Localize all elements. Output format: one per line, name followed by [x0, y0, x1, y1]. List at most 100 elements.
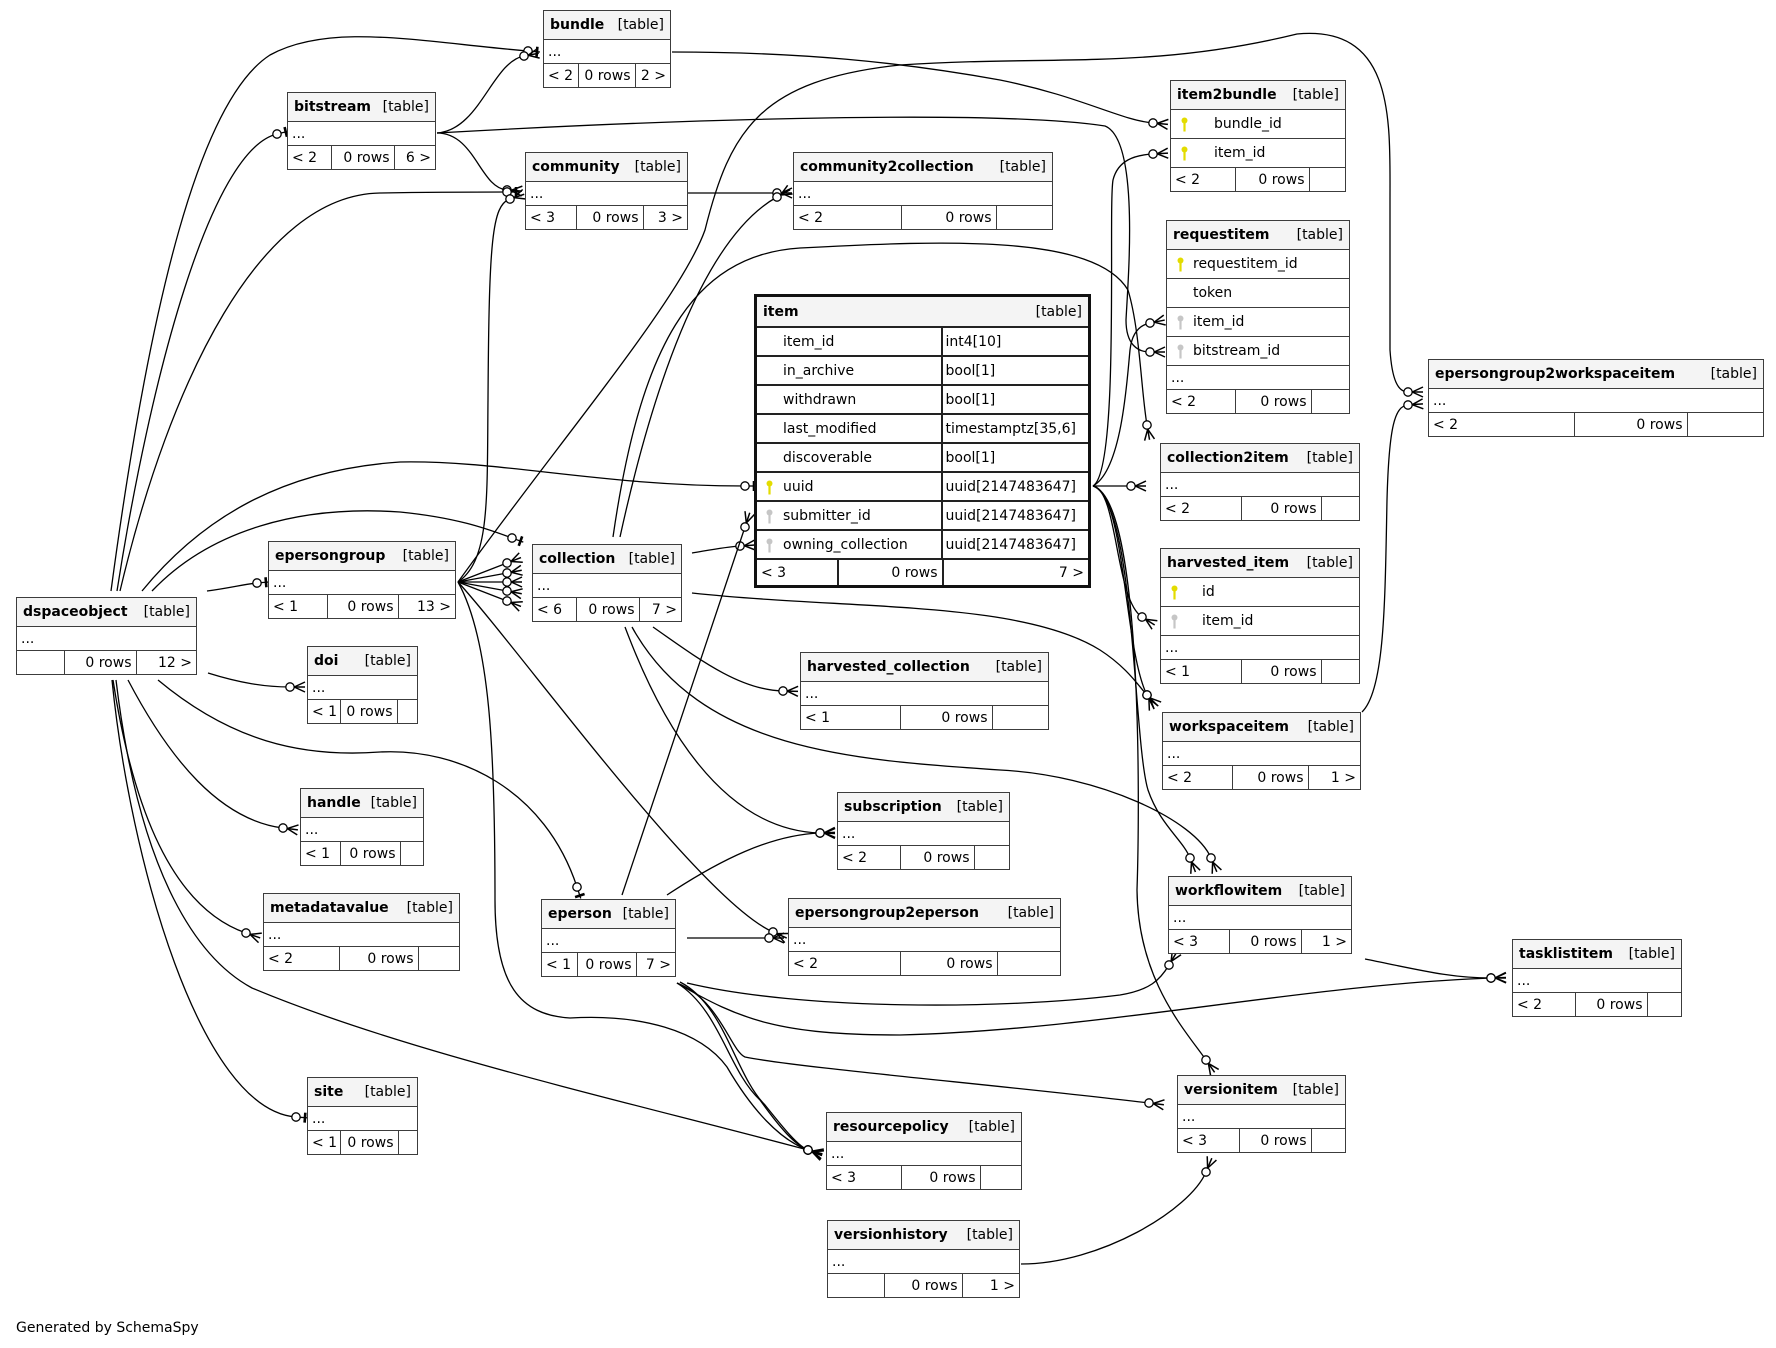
table-name[interactable]: collection	[539, 551, 616, 567]
table-name[interactable]: community	[532, 159, 620, 175]
parent-count: < 3	[1178, 1129, 1240, 1152]
column-name: item_id	[1214, 145, 1266, 161]
table-name[interactable]: resourcepolicy	[833, 1119, 949, 1135]
table-name[interactable]: epersongroup	[275, 548, 386, 564]
primary-key-icon	[1177, 257, 1184, 272]
parent-count: < 1	[542, 953, 578, 976]
column-row: token	[1167, 279, 1349, 308]
ellipsis: ...	[268, 926, 282, 943]
relationship-line	[457, 581, 508, 602]
table-name[interactable]: handle	[307, 795, 361, 811]
crows-foot-marker	[1153, 314, 1165, 323]
crows-foot-marker	[1153, 346, 1166, 353]
column-type: bool[1]	[940, 444, 1089, 471]
relationship-dspaceobject-to-resourcepolicy	[115, 679, 824, 1160]
ellipsis: ...	[292, 125, 306, 142]
parent-count: < 3	[757, 560, 839, 585]
table-name[interactable]: epersongroup2workspaceitem	[1435, 366, 1676, 382]
table-name[interactable]: harvested_item	[1167, 555, 1290, 571]
crows-foot-marker	[287, 827, 298, 831]
table-name[interactable]: bitstream	[294, 99, 371, 115]
crows-foot-marker	[510, 552, 520, 563]
table-name[interactable]: versionitem	[1184, 1082, 1278, 1098]
row-count: 0 rows	[902, 206, 997, 229]
column-name: bitstream_id	[1193, 343, 1281, 359]
table-name[interactable]: collection2item	[1167, 450, 1289, 466]
table-name[interactable]: versionhistory	[834, 1227, 948, 1243]
relationship-line	[679, 981, 809, 1151]
child-count	[399, 1131, 418, 1154]
table-header: dspaceobject[table]	[17, 598, 196, 627]
more-columns-row: ...	[1161, 473, 1359, 497]
table-name[interactable]: item	[763, 303, 799, 320]
column-type: bool[1]	[940, 386, 1089, 413]
crows-foot-marker	[1212, 861, 1222, 871]
row-count: 0 rows	[901, 706, 993, 729]
table-header: epersongroup2workspaceitem[table]	[1429, 360, 1763, 389]
column-name: item_id	[783, 333, 835, 350]
relationship-epersongroup-to-collection	[457, 581, 523, 612]
table-name[interactable]: epersongroup2eperson	[795, 905, 979, 921]
relationship-line	[1364, 958, 1492, 979]
table-name[interactable]: metadatavalue	[270, 900, 389, 916]
relationship-line	[111, 679, 297, 1118]
table-name[interactable]: subscription	[844, 799, 942, 815]
table-type-label: [table]	[968, 1119, 1015, 1135]
table-name[interactable]: dspaceobject	[23, 604, 128, 620]
more-columns-row: ...	[1429, 389, 1763, 413]
column-type: uuid[2147483647]	[940, 473, 1089, 500]
column-row: item_id	[1167, 308, 1349, 337]
relationship-line	[115, 679, 809, 1151]
table-name[interactable]: item2bundle	[1177, 87, 1277, 103]
ellipsis: ...	[1517, 972, 1531, 989]
table-name[interactable]: bundle	[550, 17, 605, 33]
table-name[interactable]: workspaceitem	[1169, 719, 1289, 735]
table-name[interactable]: community2collection	[800, 159, 974, 175]
table-name[interactable]: doi	[314, 653, 339, 669]
table-name[interactable]: site	[314, 1084, 344, 1100]
table-name[interactable]: workflowitem	[1175, 883, 1283, 899]
table-name[interactable]: tasklistitem	[1519, 946, 1613, 962]
table-header: item[table]	[757, 297, 1088, 328]
parent-count: < 2	[1163, 766, 1233, 789]
table-name[interactable]: eperson	[548, 906, 612, 922]
relationship-dspaceobject-to-metadatavalue	[112, 679, 262, 944]
parent-count: < 6	[533, 598, 577, 621]
row-count: 0 rows	[1242, 660, 1322, 683]
crows-foot-marker	[1149, 697, 1155, 710]
one-marker-bar	[303, 1112, 307, 1123]
table-name[interactable]: harvested_collection	[807, 659, 970, 675]
ellipsis: ...	[1165, 639, 1179, 656]
table-name[interactable]: requestitem	[1173, 227, 1270, 243]
relationship-line	[116, 133, 278, 592]
crows-foot-marker	[510, 569, 522, 573]
